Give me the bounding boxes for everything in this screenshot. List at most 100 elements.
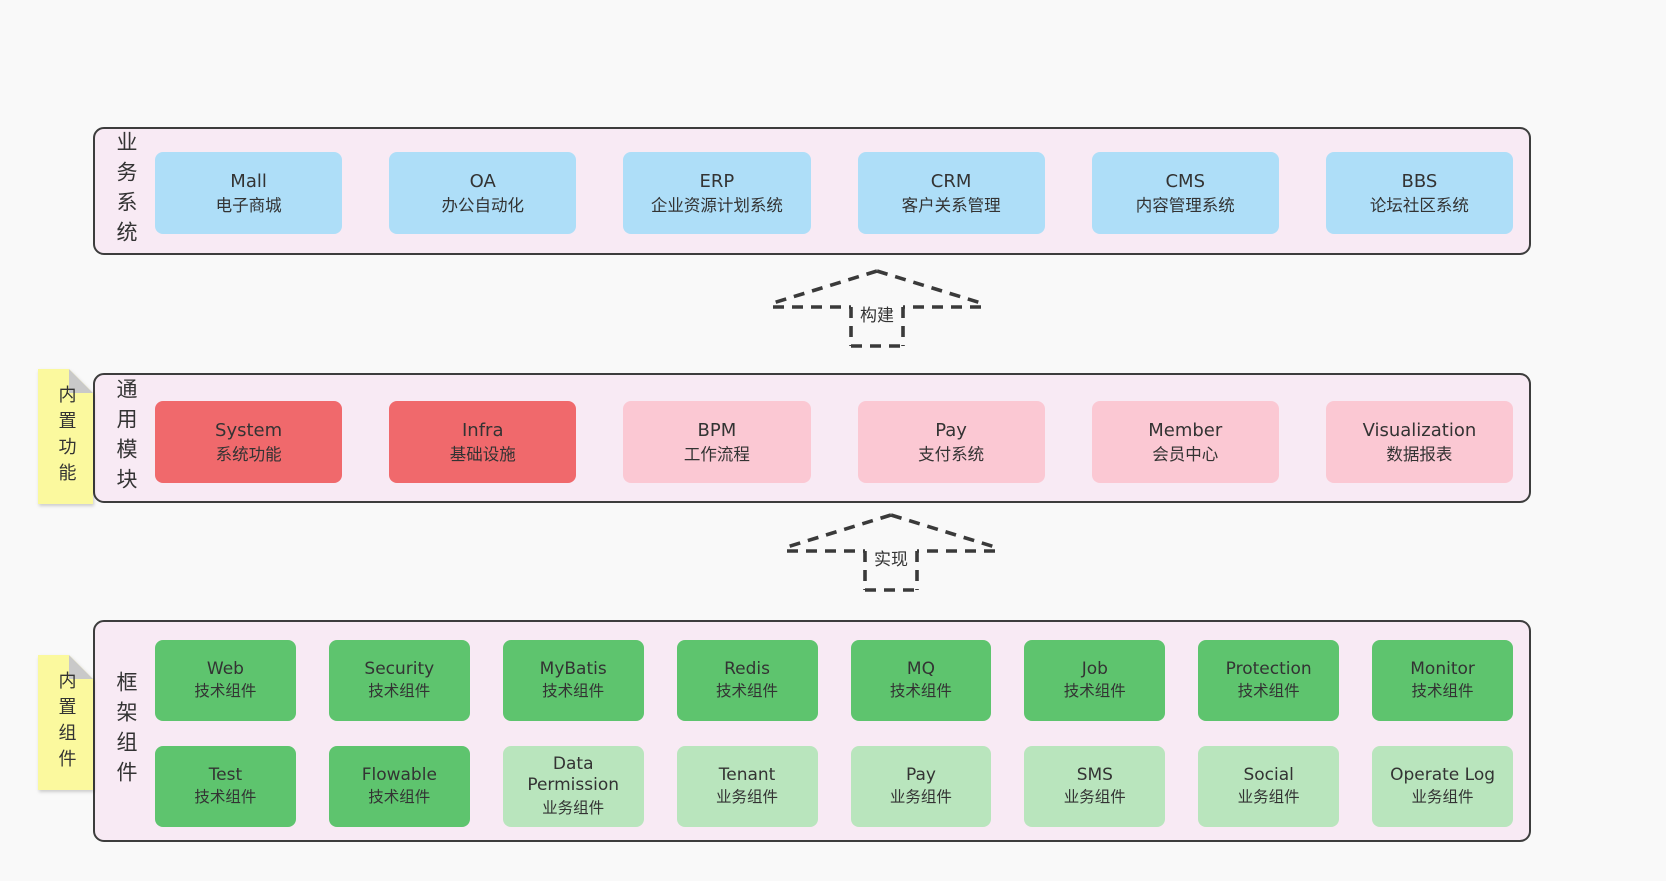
diagram-box-pay: Pay 业务组件 <box>850 746 992 827</box>
box-subtitle: 技术组件 <box>194 787 257 806</box>
diagram-box-member: Member 会员中心 <box>1091 401 1279 483</box>
box-title: Member <box>1148 419 1223 441</box>
box-title: Tenant <box>718 764 776 785</box>
box-title: MQ <box>906 658 935 679</box>
box-title: CRM <box>930 170 972 192</box>
diagram-box-system: System 系统功能 <box>155 401 343 483</box>
layer-label-business-systems: 业务系统 <box>114 131 138 251</box>
diagram-box-redis: Redis 技术组件 <box>676 640 818 721</box>
diagram-box-oa: OA 办公自动化 <box>389 152 577 234</box>
box-subtitle: 支付系统 <box>918 445 985 465</box>
box-title: System <box>215 419 283 441</box>
box-title: MyBatis <box>539 658 607 679</box>
box-title: Visualization <box>1362 419 1477 441</box>
layer-label-common-modules: 通用模块 <box>114 378 138 498</box>
business-systems-box-grid: Mall 电子商城 OA 办公自动化 ERP 企业资源计划系统 CRM 客户关系管理 CMS 内容… <box>155 152 1513 234</box>
diagram-box-job: Job 技术组件 <box>1024 640 1166 721</box>
diagram-box-bbs: BBS 论坛社区系统 <box>1325 152 1513 234</box>
sticky-note-built-in-components: 内置组件 <box>38 655 93 790</box>
box-title: Pay <box>935 419 967 441</box>
box-subtitle: 电子商城 <box>215 196 282 216</box>
box-subtitle: 技术组件 <box>1063 681 1126 700</box>
diagram-box-cms: CMS 内容管理系统 <box>1091 152 1279 234</box>
box-title: Web <box>206 658 244 679</box>
box-subtitle: 业务组件 <box>1411 787 1474 806</box>
diagram-box-operate-log: Operate Log 业务组件 <box>1372 746 1513 827</box>
box-subtitle: 技术组件 <box>542 681 605 700</box>
box-title: Data Permission <box>527 754 620 796</box>
arrow-build: 构建 <box>767 266 987 350</box>
box-title: BPM <box>697 419 737 441</box>
diagram-box-test: Test 技术组件 <box>155 746 296 827</box>
box-subtitle: 业务组件 <box>889 787 952 806</box>
diagram-box-visualization: Visualization 数据报表 <box>1325 401 1513 483</box>
diagram-box-crm: CRM 客户关系管理 <box>857 152 1045 234</box>
box-title: Monitor <box>1410 658 1475 679</box>
box-subtitle: 工作流程 <box>683 445 750 465</box>
box-title: Job <box>1081 658 1108 679</box>
diagram-box-infra: Infra 基础设施 <box>389 401 577 483</box>
box-title: Redis <box>724 658 770 679</box>
box-subtitle: 技术组件 <box>889 681 952 700</box>
box-title: Mall <box>230 170 267 192</box>
box-title: Social <box>1243 764 1294 785</box>
dashed-up-arrow-icon <box>786 513 996 592</box>
box-subtitle: 系统功能 <box>215 445 282 465</box>
layer-common-modules: 通用模块 System 系统功能 Infra 基础设施 BPM 工作流程 Pay 支付系统 Me… <box>93 373 1531 503</box>
box-title: Test <box>208 764 243 785</box>
box-title: Security <box>364 658 435 679</box>
box-subtitle: 业务组件 <box>1063 787 1126 806</box>
box-title: ERP <box>699 170 735 192</box>
box-subtitle: 技术组件 <box>368 787 431 806</box>
box-subtitle: 数据报表 <box>1386 445 1453 465</box>
box-title: BBS <box>1401 170 1438 192</box>
box-subtitle: 技术组件 <box>1237 681 1300 700</box>
box-subtitle: 业务组件 <box>716 787 779 806</box>
box-subtitle: 基础设施 <box>449 445 516 465</box>
diagram-box-erp: ERP 企业资源计划系统 <box>623 152 811 234</box>
sticky-note-text: 内置功能 <box>55 384 77 489</box>
box-subtitle: 技术组件 <box>1411 681 1474 700</box>
box-title: Flowable <box>361 764 437 785</box>
diagram-box-mybatis: MyBatis 技术组件 <box>502 640 644 721</box>
box-subtitle: 业务组件 <box>542 798 605 817</box>
arrow-implement: 实现 <box>781 510 1001 594</box>
sticky-note-body: 内置功能 <box>38 369 93 504</box>
diagram-box-security: Security 技术组件 <box>328 640 470 721</box>
diagram-box-mq: MQ 技术组件 <box>850 640 992 721</box>
box-subtitle: 客户关系管理 <box>901 196 1001 216</box>
diagram-box-sms: SMS 业务组件 <box>1024 746 1166 827</box>
arrow-build-label: 构建 <box>855 300 899 327</box>
box-subtitle: 技术组件 <box>716 681 779 700</box>
box-title: Operate Log <box>1390 764 1496 785</box>
layer-label-framework-components: 框架组件 <box>114 671 138 791</box>
box-title: Protection <box>1225 658 1312 679</box>
box-subtitle: 技术组件 <box>368 681 431 700</box>
box-subtitle: 内容管理系统 <box>1135 196 1235 216</box>
diagram-box-social: Social 业务组件 <box>1198 746 1340 827</box>
box-subtitle: 论坛社区系统 <box>1369 196 1469 216</box>
box-subtitle: 业务组件 <box>1237 787 1300 806</box>
diagram-box-tenant: Tenant 业务组件 <box>676 746 818 827</box>
box-title: Pay <box>905 764 936 785</box>
box-subtitle: 办公自动化 <box>441 196 524 216</box>
common-modules-box-grid: System 系统功能 Infra 基础设施 BPM 工作流程 Pay 支付系统 Member 会… <box>155 401 1513 483</box>
box-title: CMS <box>1165 170 1205 192</box>
sticky-note-built-in-features: 内置功能 <box>38 369 93 504</box>
diagram-box-bpm: BPM 工作流程 <box>623 401 811 483</box>
box-subtitle: 企业资源计划系统 <box>650 196 783 216</box>
box-title: SMS <box>1076 764 1113 785</box>
diagram-box-protection: Protection 技术组件 <box>1198 640 1340 721</box>
layer-business-systems: 业务系统 Mall 电子商城 OA 办公自动化 ERP 企业资源计划系统 CRM 客户关系管理… <box>93 127 1531 255</box>
box-title: Infra <box>462 419 504 441</box>
box-title: OA <box>469 170 496 192</box>
box-subtitle: 会员中心 <box>1152 445 1219 465</box>
diagram-box-data-permission: Data Permission 业务组件 <box>502 746 644 827</box>
sticky-note-body: 内置组件 <box>38 655 93 790</box>
diagram-box-mall: Mall 电子商城 <box>155 152 343 234</box>
arrow-implement-label: 实现 <box>869 544 913 571</box>
diagram-box-monitor: Monitor 技术组件 <box>1372 640 1513 721</box>
